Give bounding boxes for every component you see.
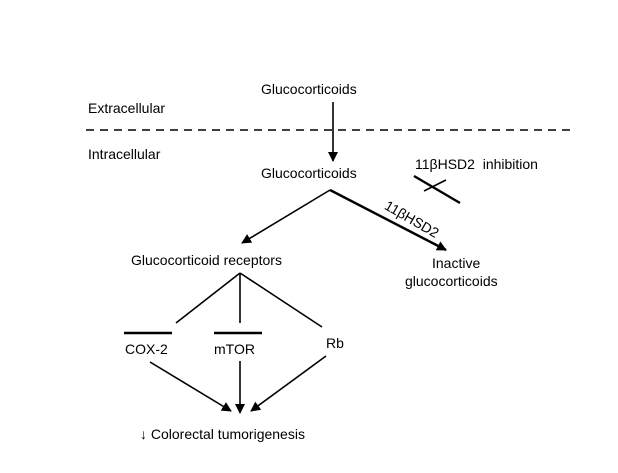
inhibition-stem bbox=[423, 179, 447, 192]
arrow-rb-outcome bbox=[250, 355, 327, 412]
hsd2-inhibition-label: 11βHSD2 inhibition bbox=[415, 156, 538, 172]
glucocorticoid-receptors-node: Glucocorticoid receptors bbox=[131, 252, 282, 268]
glucocorticoids-intracellular-node: Glucocorticoids bbox=[261, 165, 357, 181]
glucocorticoids-extracellular-node: Glucocorticoids bbox=[261, 81, 357, 97]
rb-node: Rb bbox=[326, 335, 344, 351]
extracellular-label: Extracellular bbox=[88, 100, 166, 116]
arrow-to-receptors bbox=[241, 189, 331, 244]
colorectal-tumorigenesis-outcome: ↓ Colorectal tumorigenesis bbox=[140, 426, 305, 442]
arrow-to-inactive bbox=[329, 188, 447, 252]
inhibition-bar bbox=[413, 174, 461, 205]
cox2-node: COX-2 bbox=[125, 341, 168, 357]
inactive-glucocorticoids-line1: Inactive bbox=[432, 255, 481, 271]
inactive-glucocorticoids-line2: glucocorticoids bbox=[405, 273, 498, 289]
intracellular-label: Intracellular bbox=[88, 146, 161, 162]
edge-receptors-rb bbox=[239, 272, 323, 328]
arrow-cox2-outcome bbox=[149, 361, 232, 412]
edge-receptors-cox2 bbox=[175, 272, 241, 324]
mtor-node: mTOR bbox=[214, 341, 255, 357]
